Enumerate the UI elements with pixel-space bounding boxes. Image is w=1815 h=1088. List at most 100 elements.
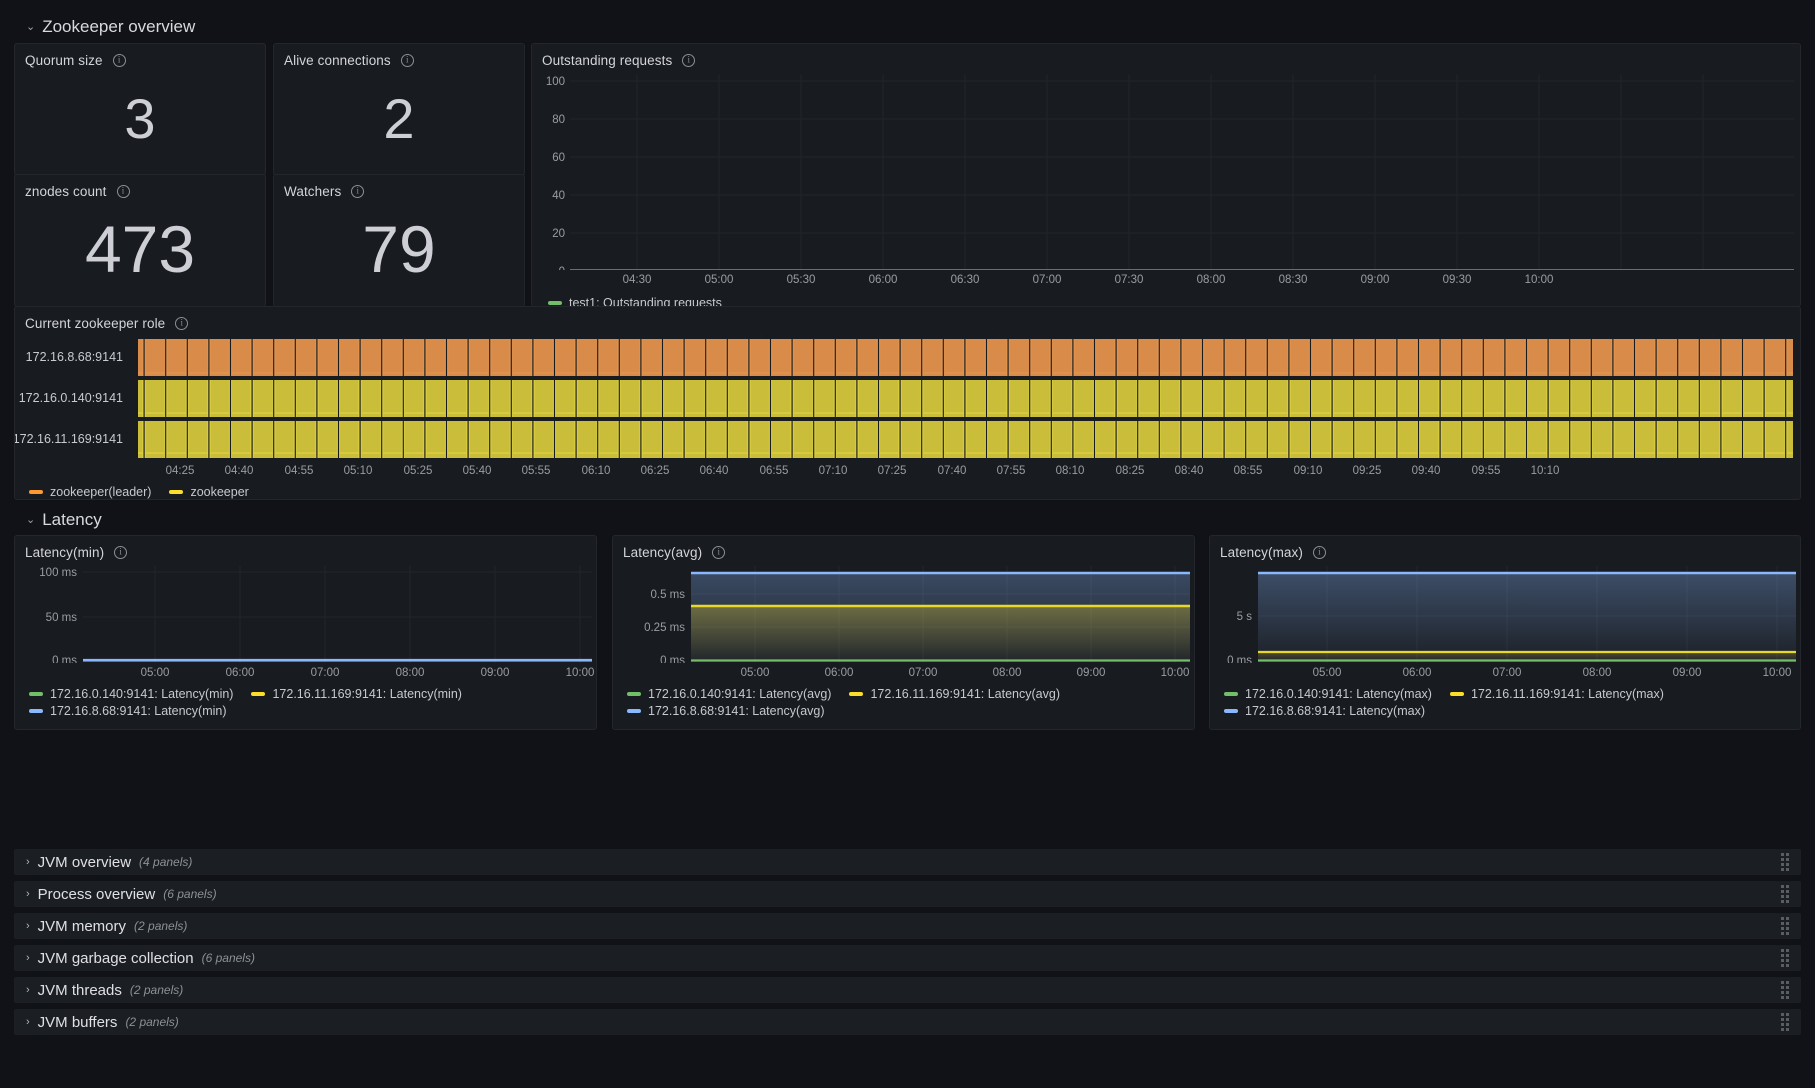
legend-swatch bbox=[1224, 692, 1238, 696]
svg-text:05:55: 05:55 bbox=[522, 465, 551, 477]
state-timeline-x-axis: 04:25 04:40 04:55 05:10 05:25 05:40 05:5… bbox=[166, 465, 1560, 477]
svg-text:05:00: 05:00 bbox=[741, 667, 770, 679]
state-timeline-row-labels: 172.16.8.68:9141 172.16.0.140:9141 172.1… bbox=[15, 350, 123, 446]
panel-znodes-count[interactable]: znodes count i 473 bbox=[14, 174, 266, 307]
svg-text:04:25: 04:25 bbox=[166, 465, 195, 477]
chevron-right-icon: › bbox=[26, 1016, 30, 1028]
legend-item[interactable]: 172.16.11.169:9141: Latency(avg) bbox=[849, 687, 1060, 701]
legend-item[interactable]: 172.16.0.140:9141: Latency(min) bbox=[29, 687, 233, 701]
drag-handle-icon[interactable] bbox=[1781, 853, 1789, 871]
svg-text:09:25: 09:25 bbox=[1353, 465, 1382, 477]
state-band-follower-2[interactable] bbox=[138, 421, 1793, 458]
outstanding-requests-graph[interactable]: 100 80 60 40 20 0 bbox=[532, 70, 1800, 270]
legend-item[interactable]: zookeeper(leader) bbox=[29, 485, 151, 499]
drag-handle-icon[interactable] bbox=[1781, 885, 1789, 903]
row-name: Process overview bbox=[37, 885, 156, 903]
row-header-process-overview[interactable]: › Process overview (6 panels) bbox=[14, 881, 1801, 907]
state-timeline-graph[interactable]: 172.16.8.68:9141 172.16.0.140:9141 172.1… bbox=[15, 333, 1800, 461]
info-icon[interactable]: i bbox=[400, 54, 414, 67]
latency-avg-graph[interactable]: 0.5 ms 0.25 ms 0 ms bbox=[613, 562, 1194, 663]
legend-item[interactable]: 172.16.8.68:9141: Latency(avg) bbox=[627, 704, 1194, 718]
panel-latency-min[interactable]: Latency(min) i 100 ms 50 ms 0 ms bbox=[14, 535, 597, 730]
latency-min-graph[interactable]: 100 ms 50 ms 0 ms bbox=[15, 562, 596, 663]
svg-text:09:30: 09:30 bbox=[1443, 274, 1472, 286]
series-area-68-latency-max bbox=[1258, 573, 1796, 661]
row-title-label: Zookeeper overview bbox=[42, 17, 196, 36]
svg-text:05:00: 05:00 bbox=[141, 667, 170, 679]
row-panel-count: (6 panels) bbox=[163, 887, 217, 901]
outstanding-requests-x-axis: 04:30 05:00 05:30 06:00 06:30 07:00 07:3… bbox=[623, 274, 1554, 286]
row-header-jvm-overview[interactable]: › JVM overview (4 panels) bbox=[14, 849, 1801, 875]
svg-text:07:00: 07:00 bbox=[909, 667, 938, 679]
svg-text:0 ms: 0 ms bbox=[1227, 655, 1252, 663]
row-header-jvm-threads[interactable]: › JVM threads (2 panels) bbox=[14, 977, 1801, 1003]
legend-swatch bbox=[29, 709, 43, 713]
legend-item[interactable]: 172.16.11.169:9141: Latency(max) bbox=[1449, 687, 1664, 701]
legend-label: 172.16.11.169:9141: Latency(max) bbox=[1470, 687, 1664, 701]
panel-title: Quorum size bbox=[25, 53, 103, 68]
row-panel-count: (2 panels) bbox=[125, 1015, 179, 1029]
svg-text:06:25: 06:25 bbox=[641, 465, 670, 477]
info-icon[interactable]: i bbox=[116, 185, 130, 198]
row-header-jvm-memory[interactable]: › JVM memory (2 panels) bbox=[14, 913, 1801, 939]
svg-text:06:00: 06:00 bbox=[869, 274, 898, 286]
info-icon[interactable]: i bbox=[712, 546, 726, 559]
legend-label: 172.16.8.68:9141: Latency(max) bbox=[1245, 704, 1425, 718]
legend-latency-max: 172.16.0.140:9141: Latency(max) 172.16.1… bbox=[1210, 683, 1800, 718]
panel-alive-connections[interactable]: Alive connections i 2 bbox=[273, 43, 525, 176]
panel-header: Latency(min) i bbox=[15, 536, 596, 562]
legend-item[interactable]: zookeeper bbox=[169, 485, 249, 499]
svg-text:09:00: 09:00 bbox=[1361, 274, 1390, 286]
panel-latency-avg[interactable]: Latency(avg) i bbox=[612, 535, 1195, 730]
panel-watchers[interactable]: Watchers i 79 bbox=[273, 174, 525, 307]
x-axis-ticks: 05:00 06:00 07:00 08:00 09:00 10:00 bbox=[141, 667, 595, 679]
panel-quorum-size[interactable]: Quorum size i 3 bbox=[14, 43, 266, 176]
drag-handle-icon[interactable] bbox=[1781, 981, 1789, 999]
info-icon[interactable]: i bbox=[175, 317, 189, 330]
legend-item[interactable]: 172.16.8.68:9141: Latency(max) bbox=[1224, 704, 1800, 718]
svg-text:172.16.0.140:9141: 172.16.0.140:9141 bbox=[19, 391, 123, 405]
legend-latency-avg: 172.16.0.140:9141: Latency(avg) 172.16.1… bbox=[613, 683, 1194, 718]
info-icon[interactable]: i bbox=[351, 185, 365, 198]
svg-text:08:00: 08:00 bbox=[1197, 274, 1226, 286]
drag-handle-icon[interactable] bbox=[1781, 1013, 1789, 1031]
svg-text:5 s: 5 s bbox=[1237, 611, 1253, 623]
legend-label: 172.16.8.68:9141: Latency(avg) bbox=[648, 704, 825, 718]
legend-item[interactable]: 172.16.0.140:9141: Latency(max) bbox=[1224, 687, 1432, 701]
svg-text:08:30: 08:30 bbox=[1279, 274, 1308, 286]
info-icon[interactable]: i bbox=[114, 546, 128, 559]
svg-text:09:00: 09:00 bbox=[481, 667, 510, 679]
drag-handle-icon[interactable] bbox=[1781, 917, 1789, 935]
panel-title: Latency(min) bbox=[25, 545, 105, 560]
panel-outstanding-requests[interactable]: Outstanding requests i bbox=[531, 43, 1801, 310]
stat-value: 79 bbox=[362, 212, 436, 286]
row-name: JVM threads bbox=[37, 981, 122, 999]
info-icon[interactable]: i bbox=[682, 54, 696, 67]
svg-text:0.25 ms: 0.25 ms bbox=[644, 622, 685, 634]
panel-latency-max[interactable]: Latency(max) i bbox=[1209, 535, 1801, 730]
svg-text:172.16.8.68:9141: 172.16.8.68:9141 bbox=[26, 350, 123, 364]
chevron-down-icon: ⌄ bbox=[26, 513, 36, 526]
svg-text:09:00: 09:00 bbox=[1077, 667, 1106, 679]
info-icon[interactable]: i bbox=[112, 54, 126, 67]
svg-text:05:00: 05:00 bbox=[1313, 667, 1342, 679]
row-header-latency[interactable]: ⌄ Latency bbox=[14, 503, 102, 537]
legend-item[interactable]: 172.16.8.68:9141: Latency(min) bbox=[29, 704, 596, 718]
legend-swatch bbox=[627, 709, 641, 713]
legend-swatch bbox=[251, 692, 266, 696]
panel-current-zookeeper-role[interactable]: Current zookeeper role i 172.16.8.68:914… bbox=[14, 306, 1801, 500]
row-header-jvm-buffers[interactable]: › JVM buffers (2 panels) bbox=[14, 1009, 1801, 1035]
state-band-follower-1[interactable] bbox=[138, 380, 1793, 417]
row-header-jvm-garbage-collection[interactable]: › JVM garbage collection (6 panels) bbox=[14, 945, 1801, 971]
state-band-leader[interactable] bbox=[138, 339, 1793, 376]
row-header-zookeeper-overview[interactable]: ⌄ Zookeeper overview bbox=[14, 10, 195, 44]
chevron-right-icon: › bbox=[26, 952, 30, 964]
latency-max-graph[interactable]: 5 s 0 ms bbox=[1210, 562, 1800, 663]
latency-min-x-axis: 05:00 06:00 07:00 08:00 09:00 10:00 bbox=[141, 667, 595, 679]
panel-title: Watchers bbox=[284, 184, 342, 199]
legend-item[interactable]: 172.16.0.140:9141: Latency(avg) bbox=[627, 687, 831, 701]
info-icon[interactable]: i bbox=[1312, 546, 1326, 559]
legend-item[interactable]: 172.16.11.169:9141: Latency(min) bbox=[251, 687, 462, 701]
drag-handle-icon[interactable] bbox=[1781, 949, 1789, 967]
row-name: JVM garbage collection bbox=[37, 949, 194, 967]
